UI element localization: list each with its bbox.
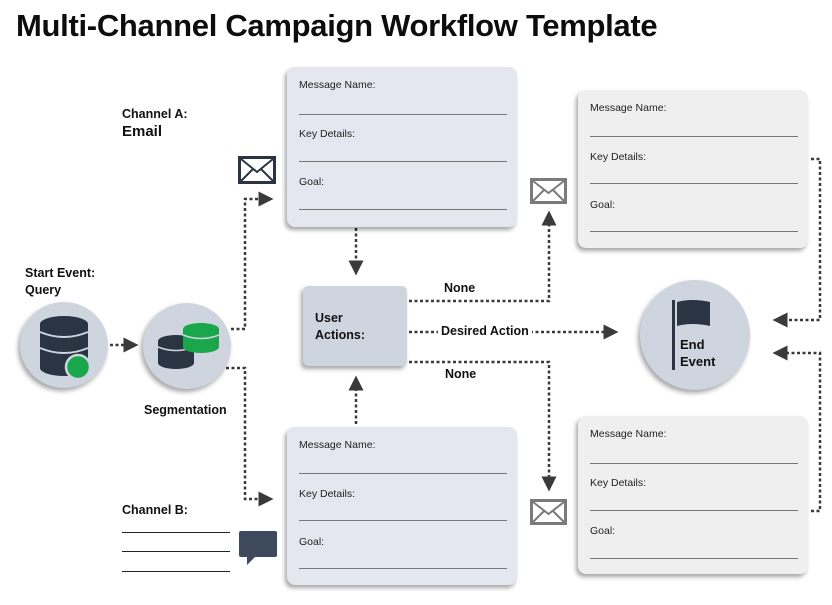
channel-b-label: Channel B: [122,503,188,517]
page-title: Multi-Channel Campaign Workflow Template [16,8,658,43]
connector-channel-b-followup-to-end [772,345,822,513]
goal-field[interactable]: Goal: [299,176,507,210]
end-event-label-line1: End [680,337,705,352]
channel-b-blank-line[interactable] [122,532,230,533]
key-details-label: Key Details: [299,128,356,140]
key-details-field[interactable]: Key Details: [299,128,507,162]
key-details-field[interactable]: Key Details: [590,477,798,511]
user-actions-node[interactable]: User Actions: [303,286,407,366]
segmentation-node[interactable] [143,303,231,389]
segmentation-label: Segmentation [144,403,227,417]
channel-b-blank-line[interactable] [122,551,230,552]
flag-icon [672,300,710,370]
message-name-label: Message Name: [299,439,376,451]
goal-field[interactable]: Goal: [590,525,798,559]
email-icon [530,178,567,204]
segmented-databases-icon [157,323,220,369]
message-name-field[interactable]: Message Name: [590,102,798,137]
connector-channel-a-followup-to-end [772,157,822,328]
channel-b-blank-line[interactable] [122,571,230,572]
key-details-label: Key Details: [299,488,356,500]
message-card-channel-a-initial: Message Name: Key Details: Goal: [287,67,517,227]
message-name-label: Message Name: [590,102,667,114]
message-name-field[interactable]: Message Name: [299,439,507,474]
user-actions-label-line1: User [315,311,343,325]
message-name-field[interactable]: Message Name: [590,428,798,464]
key-details-field[interactable]: Key Details: [299,488,507,521]
channel-a-label: Channel A: Email [122,106,188,140]
goal-field[interactable]: Goal: [299,536,507,569]
chat-bubble-icon [239,531,277,565]
goal-label: Goal: [590,199,616,211]
connector-segmentation-to-channel-b [226,366,274,507]
start-event-node[interactable] [20,302,108,388]
edge-label-desired-action: Desired Action [438,324,532,338]
goal-label: Goal: [299,176,325,188]
connector-none-bottom [409,360,557,492]
email-icon [530,499,567,525]
channel-a-title: Channel A: [122,107,188,121]
message-name-field[interactable]: Message Name: [299,79,507,115]
message-name-label: Message Name: [299,79,376,91]
user-actions-label-line2: Actions: [315,328,365,342]
key-details-field[interactable]: Key Details: [590,151,798,184]
start-event-title: Start Event: [25,266,96,280]
edge-label-none-bottom: None [445,367,477,381]
connector-segmentation-to-channel-a [231,191,274,331]
start-event-type: Query [25,283,62,297]
goal-field[interactable]: Goal: [590,199,798,232]
key-details-label: Key Details: [590,151,647,163]
edge-label-none-top: None [444,281,476,295]
message-card-channel-b-followup: Message Name: Key Details: Goal: [578,416,808,574]
email-icon [238,156,276,184]
end-event-label-line2: Event [680,354,716,369]
key-details-label: Key Details: [590,477,647,489]
goal-label: Goal: [590,525,616,537]
goal-label: Goal: [299,536,325,548]
connector-none-top [409,210,557,303]
message-name-label: Message Name: [590,428,667,440]
database-icon [39,316,92,381]
message-card-channel-b-initial: Message Name: Key Details: Goal: [287,427,517,585]
channel-a-type: Email [122,123,163,140]
message-card-channel-a-followup: Message Name: Key Details: Goal: [578,90,808,248]
end-event-node[interactable]: End Event [640,280,750,390]
start-event-label: Start Event: Query [25,265,95,299]
